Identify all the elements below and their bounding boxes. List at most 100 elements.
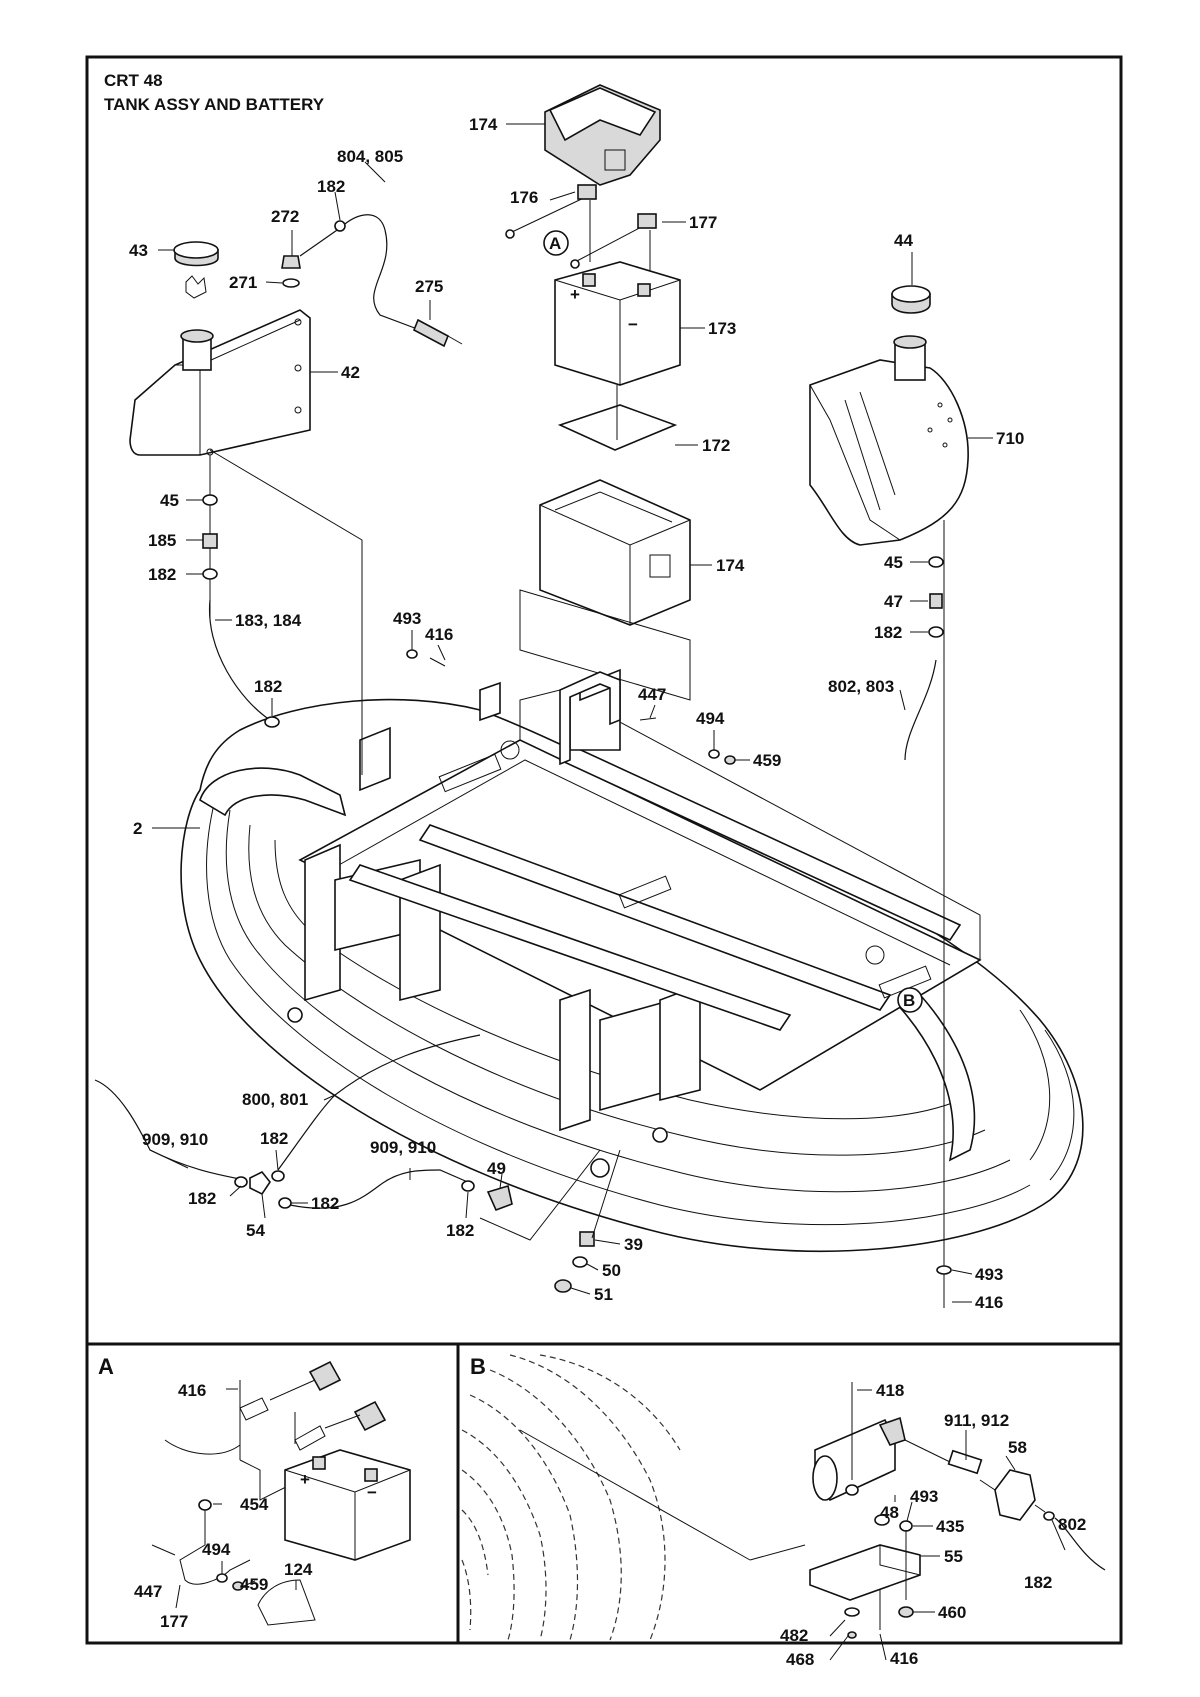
panel-b-callout-416: 416	[890, 1649, 918, 1668]
callout-909-910-right: 909, 910	[370, 1138, 436, 1157]
callout-275: 275	[415, 277, 443, 296]
panel-b-detail	[461, 1354, 1106, 1661]
clamp-182-mid	[271, 1170, 285, 1182]
nut-50	[572, 1256, 588, 1268]
callout-176: 176	[510, 188, 538, 207]
washer-493-top	[406, 649, 418, 659]
fuel-tank-right	[809, 335, 969, 546]
callout-909-910-left: 909, 910	[142, 1130, 208, 1149]
panel-b-callout-182: 182	[1024, 1573, 1052, 1592]
panel-a-callout-177: 177	[160, 1612, 188, 1631]
battery-plus-terminal: +	[570, 285, 580, 304]
callout-800-801: 800, 801	[242, 1090, 308, 1109]
clamp-182-left	[234, 1176, 248, 1188]
battery-cover-174	[544, 84, 661, 186]
callout-182-b: 182	[148, 565, 176, 584]
fuel-filter-49	[486, 1184, 513, 1212]
panel-a-minus-terminal: −	[367, 1483, 377, 1502]
panel-a-plus-terminal: +	[300, 1470, 310, 1489]
callout-42: 42	[341, 363, 360, 382]
callout-43: 43	[129, 241, 148, 260]
callout-182-e: 182	[188, 1189, 216, 1208]
panel-a-callout-447: 447	[134, 1582, 162, 1601]
panel-b-label: B	[470, 1354, 486, 1379]
panel-b-callout-48: 48	[880, 1503, 899, 1522]
callout-2: 2	[133, 819, 142, 838]
panel-b-callout-435: 435	[936, 1517, 964, 1536]
callout-183-184: 183, 184	[235, 611, 302, 630]
battery-minus-terminal: −	[628, 315, 638, 334]
battery-cable-177	[570, 213, 657, 269]
callout-185: 185	[148, 531, 176, 550]
filter-guide-line	[479, 1149, 601, 1241]
fuel-hose-909-910-right	[289, 1169, 471, 1209]
callout-182-f: 182	[311, 1194, 339, 1213]
clamp-182-right	[461, 1180, 475, 1192]
spacer-guide	[591, 1149, 621, 1239]
callout-45-left: 45	[160, 491, 179, 510]
callout-182-d: 182	[260, 1129, 288, 1148]
callout-182-g: 182	[446, 1221, 474, 1240]
battery-tray	[519, 589, 691, 701]
callout-804-805: 804, 805	[337, 147, 403, 166]
callout-54: 54	[246, 1221, 265, 1240]
callout-51: 51	[594, 1285, 613, 1304]
battery-173: + −	[554, 261, 681, 386]
panel-a-callout-124: 124	[284, 1560, 313, 1579]
callout-710: 710	[996, 429, 1024, 448]
battery-cable-176	[505, 184, 597, 239]
callout-39: 39	[624, 1235, 643, 1254]
fuel-cap-left	[173, 241, 219, 299]
panel-a-label: A	[98, 1354, 114, 1379]
panel-b-callout-460: 460	[938, 1603, 966, 1622]
panel-b-callout-418: 418	[876, 1381, 904, 1400]
panel-b-callout-911-912: 911, 912	[944, 1411, 1009, 1430]
callout-47: 47	[884, 592, 903, 611]
callout-493-bottom: 493	[975, 1265, 1003, 1284]
battery-box-174	[539, 479, 691, 626]
callout-272: 272	[271, 207, 299, 226]
ref-marker-a	[543, 230, 569, 256]
callout-173: 173	[708, 319, 736, 338]
right-tank-fittings	[904, 520, 952, 1308]
battery-strap	[559, 671, 736, 766]
callout-493-top: 493	[393, 609, 421, 628]
callout-182-c: 182	[254, 677, 282, 696]
callout-49: 49	[487, 1159, 506, 1178]
tank-fitting-272	[281, 255, 301, 288]
diagram-title: TANK ASSY AND BATTERY	[104, 95, 325, 114]
diagram-frame	[85, 55, 1123, 1645]
callout-172: 172	[702, 436, 730, 455]
ref-marker-b-label: B	[903, 991, 915, 1010]
model-label: CRT 48	[104, 71, 163, 90]
callout-182-right: 182	[874, 623, 902, 642]
panel-b-callout-55: 55	[944, 1547, 963, 1566]
tee-fitting-54	[249, 1170, 271, 1196]
callout-182-a: 182	[317, 177, 345, 196]
fuel-hose-804-805	[299, 214, 421, 331]
callout-494-top: 494	[696, 709, 725, 728]
callout-177: 177	[689, 213, 717, 232]
callout-459-top: 459	[753, 751, 781, 770]
callout-174-cover: 174	[469, 115, 498, 134]
leader-lines	[149, 123, 993, 1303]
hose-clamp-182	[334, 220, 346, 232]
panel-a-callout-454: 454	[240, 1495, 269, 1514]
chassis-frame	[180, 668, 1084, 1253]
ref-marker-b	[897, 987, 923, 1013]
fuel-tank-left	[129, 309, 311, 456]
fuel-sensor-275	[412, 318, 463, 348]
panel-a-callout-459: 459	[240, 1575, 268, 1594]
cap-51	[554, 1279, 572, 1293]
spacer-39	[579, 1231, 595, 1247]
ref-marker-a-label: A	[549, 234, 561, 253]
panel-b-callout-493: 493	[910, 1487, 938, 1506]
callout-44: 44	[894, 231, 913, 250]
left-tank-fittings	[202, 455, 280, 728]
panel-b-callout-58: 58	[1008, 1438, 1027, 1457]
clamp-182-lower	[278, 1197, 292, 1209]
bolt-416-top	[429, 657, 446, 667]
fuel-hose-800-801	[277, 1034, 481, 1171]
callout-802-803: 802, 803	[828, 677, 894, 696]
